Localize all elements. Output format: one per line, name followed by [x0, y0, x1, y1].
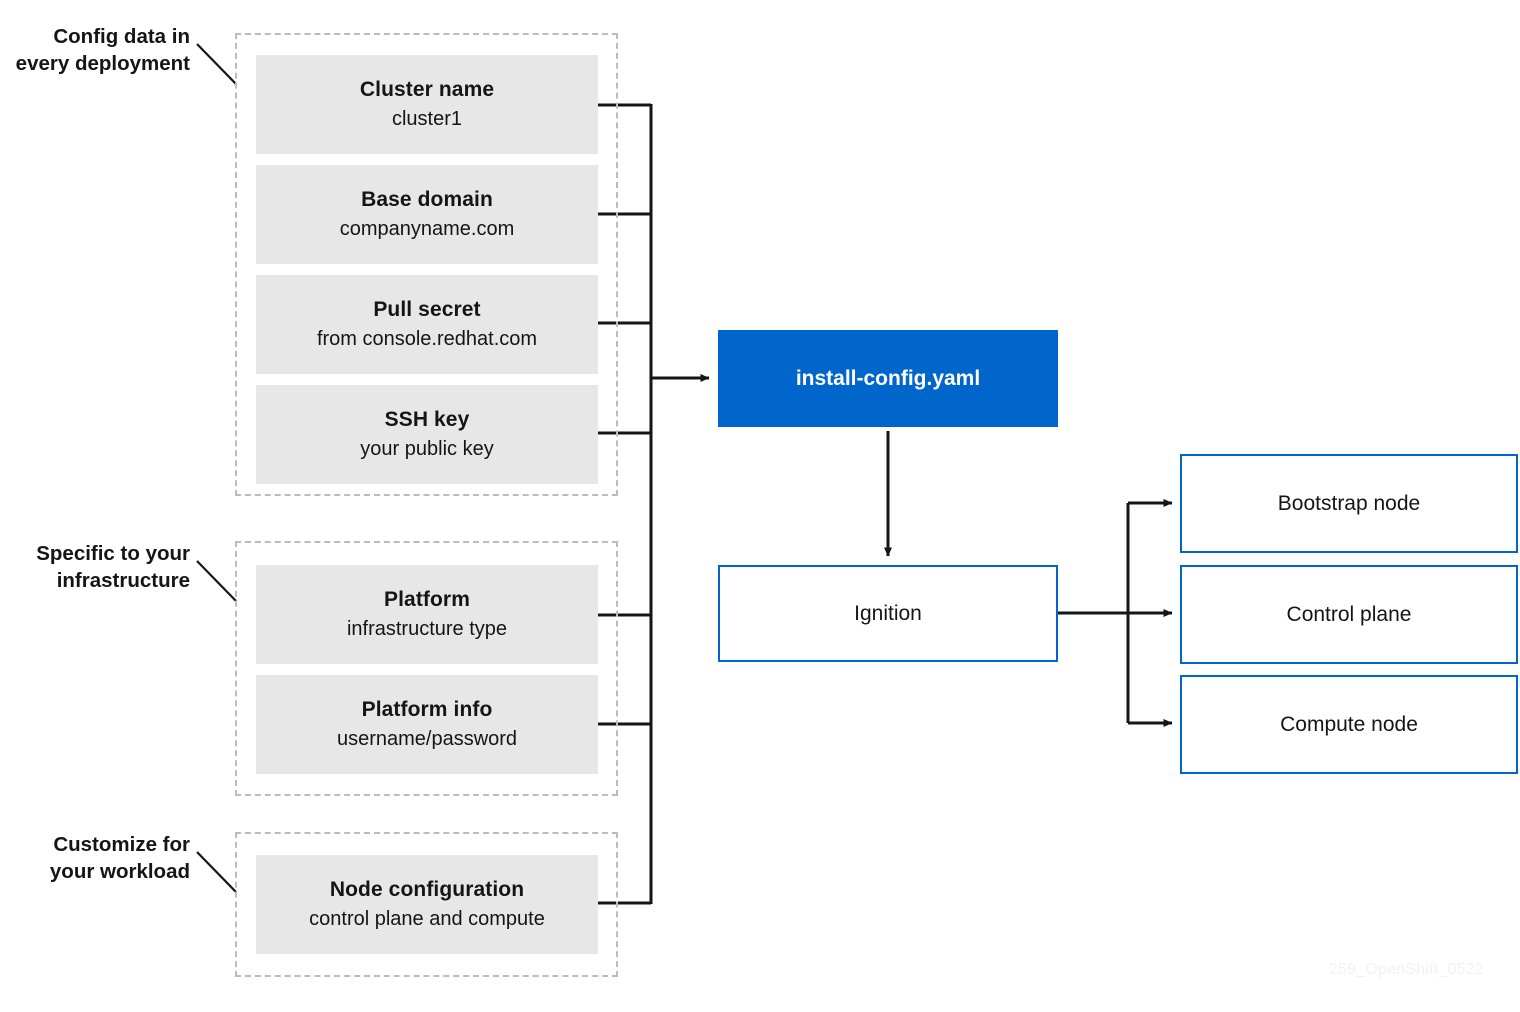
- node-box-compute-node[interactable]: Compute node: [1180, 675, 1518, 774]
- config-card-title: Cluster name: [359, 77, 495, 101]
- config-card-title: Pull secret: [373, 297, 481, 321]
- config-card-platform-info[interactable]: Platform info username/password: [256, 675, 598, 774]
- config-card-subtitle: cluster1: [391, 107, 463, 130]
- ignition-label: Ignition: [854, 601, 922, 625]
- node-box-label: Bootstrap node: [1277, 491, 1421, 515]
- ignition-box[interactable]: Ignition: [718, 565, 1058, 662]
- annotation-workload: Customize for your workload: [49, 833, 190, 883]
- install-config-yaml-box[interactable]: install-config.yaml: [718, 330, 1058, 427]
- config-card-cluster-name[interactable]: Cluster name cluster1: [256, 55, 598, 154]
- config-card-base-domain[interactable]: Base domain companyname.com: [256, 165, 598, 264]
- config-card-subtitle: infrastructure type: [346, 617, 508, 640]
- node-box-control-plane[interactable]: Control plane: [1180, 565, 1518, 664]
- config-card-title: Node configuration: [329, 877, 525, 901]
- annotation-leader-lines: [196, 43, 237, 893]
- config-card-subtitle: companyname.com: [339, 217, 515, 240]
- config-card-platform[interactable]: Platform infrastructure type: [256, 565, 598, 664]
- config-card-ssh-key[interactable]: SSH key your public key: [256, 385, 598, 484]
- watermark-label: 259_OpenShift_0522: [1329, 961, 1484, 978]
- node-box-bootstrap-node[interactable]: Bootstrap node: [1180, 454, 1518, 553]
- node-box-label: Compute node: [1280, 712, 1418, 736]
- install-config-yaml-label: install-config.yaml: [795, 366, 981, 390]
- config-card-title: Platform: [384, 587, 470, 611]
- group-box-workload: [235, 832, 618, 977]
- ignition-fanout-arrows: [1128, 499, 1173, 727]
- config-card-subtitle: from console.redhat.com: [316, 327, 538, 350]
- ignition-fanout-bus: [1058, 503, 1130, 723]
- group-box-infrastructure: [235, 541, 618, 796]
- config-card-pull-secret[interactable]: Pull secret from console.redhat.com: [256, 275, 598, 374]
- node-box-label: Control plane: [1286, 602, 1412, 626]
- config-card-subtitle: your public key: [360, 437, 494, 460]
- config-card-title: Base domain: [361, 187, 493, 211]
- annotation-infrastructure: Specific to your infrastructure: [36, 542, 190, 592]
- annotation-every-deployment: Config data in every deployment: [15, 25, 190, 75]
- config-card-title: Platform info: [361, 697, 493, 721]
- config-card-title: SSH key: [384, 407, 470, 431]
- config-card-subtitle: username/password: [336, 727, 518, 750]
- config-card-node-configuration[interactable]: Node configuration control plane and com…: [256, 855, 598, 954]
- group-box-every-deployment: [235, 33, 618, 496]
- config-card-subtitle: control plane and compute: [309, 907, 545, 930]
